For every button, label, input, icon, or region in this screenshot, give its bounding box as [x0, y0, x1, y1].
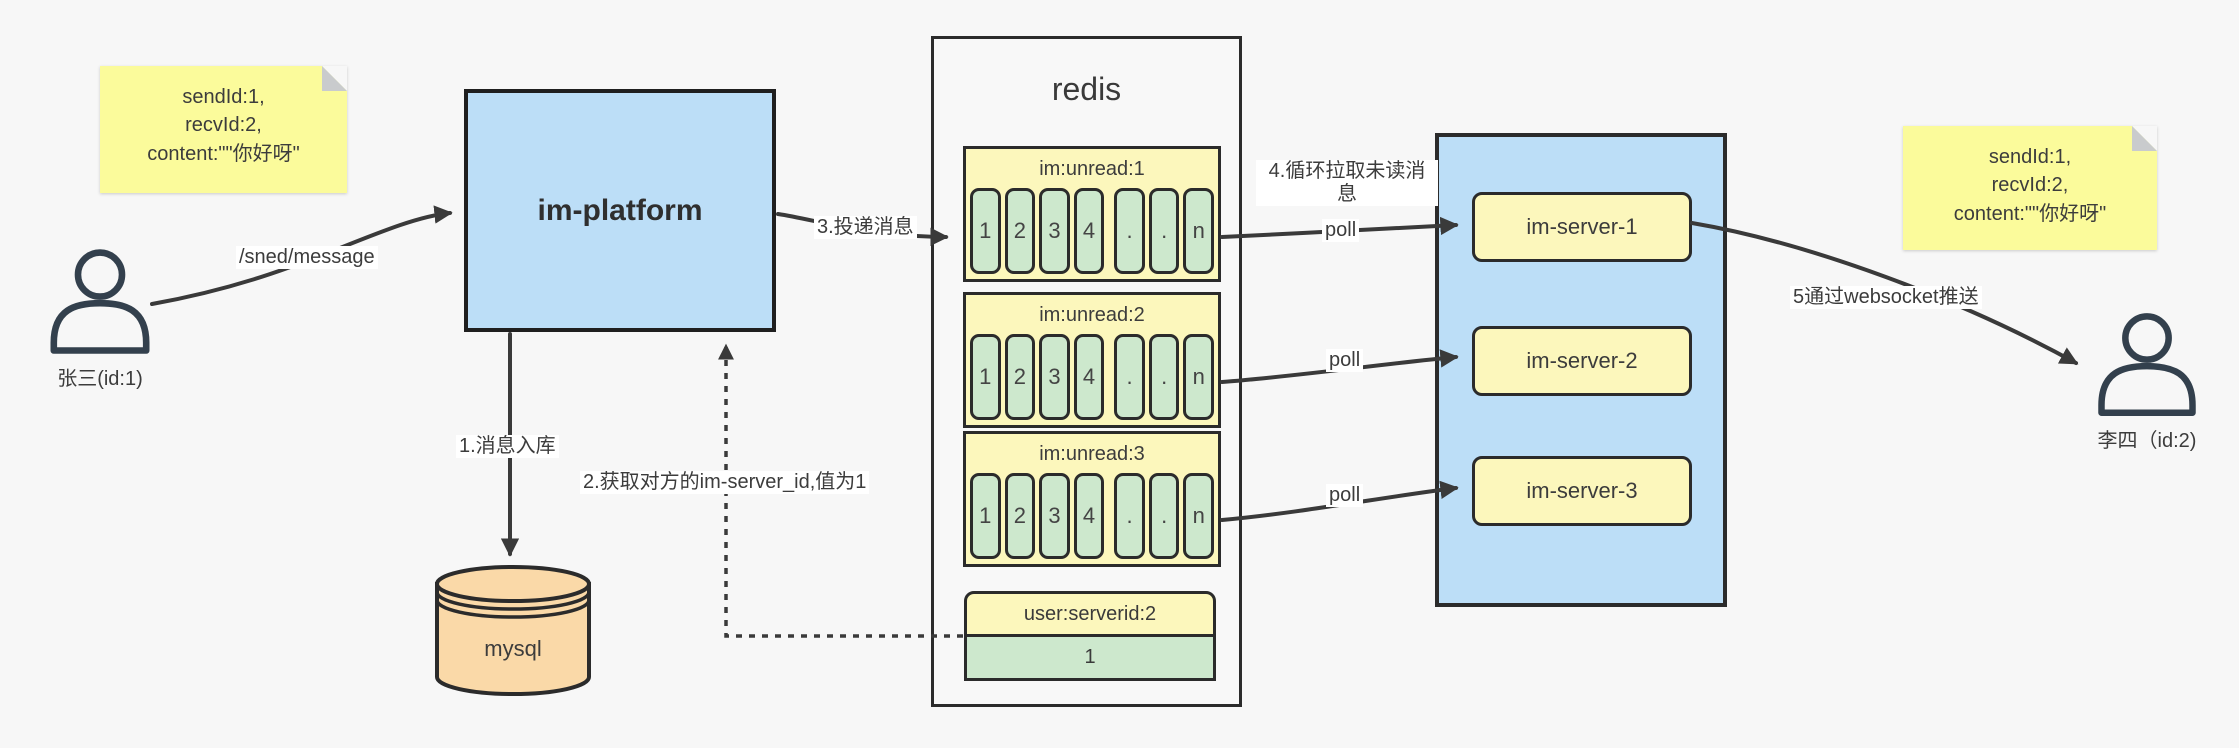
- person-icon: [2098, 313, 2196, 416]
- redis-container: redis im:unread:1 1 2 3 4 . . n im:unrea…: [931, 36, 1242, 707]
- note-line: sendId:1,: [1988, 146, 2072, 168]
- sticky-note-receiver: sendId:1, recvId:2, content:""你好呀": [1903, 126, 2157, 250]
- im-server-2-node: im-server-2: [1472, 326, 1692, 396]
- edge-label-get-server-id: 2.获取对方的im-server_id,值为1: [580, 471, 870, 494]
- edge-label-deliver: 3.投递消息: [814, 216, 917, 239]
- note-line: content:""你好呀": [147, 142, 300, 165]
- edge-label-store: 1.消息入库: [456, 435, 559, 458]
- edge-label-send: /sned/message: [236, 246, 378, 269]
- redis-queue-unread-2: im:unread:2 1 2 3 4 . . n: [963, 292, 1221, 428]
- edge-label-poll-1: poll: [1322, 219, 1360, 242]
- queue-header: im:unread:3: [1039, 443, 1145, 465]
- im-server-cluster: im-server-1 im-server-2 im-server-3: [1435, 133, 1727, 607]
- database-cylinder-icon: [435, 565, 591, 696]
- sticky-note-sender: sendId:1, recvId:2, content:""你好呀": [100, 66, 347, 193]
- note-line: sendId:1,: [182, 86, 265, 108]
- queue-header: im:unread:2: [1039, 304, 1145, 326]
- note-line: recvId:2,: [185, 114, 262, 137]
- edge-label-push: 5通过websocket推送: [1790, 286, 1982, 309]
- queue-cell: .: [1148, 473, 1180, 559]
- redis-title: redis: [1051, 71, 1122, 107]
- queue-cell: .: [1114, 473, 1145, 559]
- queue-cell: n: [1183, 188, 1215, 274]
- queue-cell: n: [1183, 334, 1215, 420]
- queue-cell: n: [1183, 473, 1215, 559]
- im-server-1-node: im-server-1: [1472, 192, 1692, 262]
- kv-header: user:serverid:2: [964, 591, 1216, 637]
- queue-header: im:unread:1: [1039, 158, 1145, 180]
- im-platform-node: im-platform: [464, 89, 776, 332]
- queue-cell: 2: [1004, 188, 1036, 274]
- queue-cell: 1: [970, 188, 1001, 274]
- redis-queue-unread-1: im:unread:1 1 2 3 4 . . n: [963, 146, 1221, 282]
- actor-receiver-label: 李四（id:2): [2097, 430, 2197, 452]
- queue-cell: 4: [1073, 188, 1105, 274]
- note-line: content:""你好呀": [1953, 202, 2107, 225]
- queue-cell: 4: [1073, 473, 1105, 559]
- mysql-database-node: mysql: [431, 560, 595, 702]
- queue-cells: 1 2 3 4 . . n: [966, 473, 1218, 559]
- queue-cell: .: [1148, 334, 1180, 420]
- queue-cell: 3: [1039, 334, 1070, 420]
- actor-sender-label: 张三(id:1): [57, 368, 143, 390]
- note-line: recvId:2,: [1991, 174, 2069, 197]
- kv-value: 1: [964, 637, 1216, 681]
- im-server-3-node: im-server-3: [1472, 456, 1692, 526]
- mysql-label: mysql: [484, 636, 542, 661]
- redis-queue-unread-3: im:unread:3 1 2 3 4 . . n: [963, 431, 1221, 567]
- edge-label-poll-loop: 4.循环拉取未读消息: [1256, 160, 1438, 206]
- queue-cell: 3: [1039, 473, 1070, 559]
- queue-cells: 1 2 3 4 . . n: [966, 334, 1218, 420]
- redis-user-serverid-box: user:serverid:2 1: [964, 591, 1216, 681]
- queue-cells: 1 2 3 4 . . n: [966, 188, 1218, 274]
- person-icon: [50, 249, 150, 354]
- queue-cell: 4: [1073, 334, 1105, 420]
- queue-cell: 1: [970, 473, 1001, 559]
- queue-cell: 2: [1004, 334, 1036, 420]
- queue-cell: .: [1114, 188, 1145, 274]
- actor-sender: 张三(id:1): [30, 248, 170, 391]
- queue-cell: 2: [1004, 473, 1036, 559]
- edge-label-poll-2: poll: [1326, 349, 1364, 372]
- queue-cell: 1: [970, 334, 1001, 420]
- im-platform-label: im-platform: [537, 193, 703, 227]
- actor-receiver: 李四（id:2): [2082, 312, 2212, 453]
- queue-cell: .: [1114, 334, 1145, 420]
- queue-cell: 3: [1039, 188, 1070, 274]
- queue-cell: .: [1148, 188, 1180, 274]
- edge-label-poll-3: poll: [1326, 484, 1364, 507]
